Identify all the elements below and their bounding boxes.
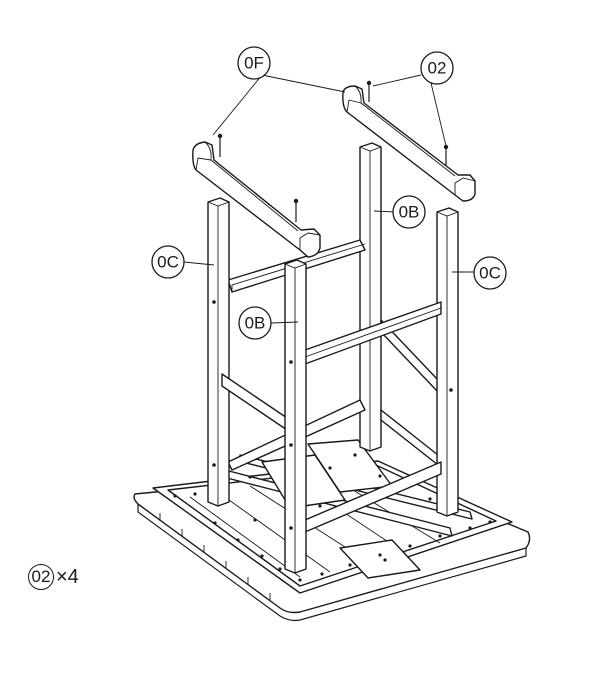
callout-label: 0B [399, 203, 420, 222]
callout-label: 0C [157, 253, 179, 272]
leg-back-right [359, 142, 382, 452]
callout-center: 0B [238, 306, 272, 340]
callout-label: 0F [244, 54, 264, 73]
screw-icon [217, 133, 223, 157]
callout-label: 0B [245, 314, 266, 333]
leg-back-left [207, 197, 230, 507]
support-arm-left [192, 141, 321, 258]
callout-top-right: 02 [420, 51, 454, 85]
leader-lines [183, 74, 475, 324]
leg-front-center [284, 259, 307, 574]
screw-icon [443, 144, 449, 166]
quantity-multiplier: ×4 [56, 565, 79, 588]
callout-right: 0C [473, 256, 507, 290]
callout-label: 0C [479, 264, 501, 283]
callout-left: 0C [151, 245, 185, 279]
support-arm-right [342, 85, 476, 202]
rail-right-lower [380, 319, 439, 466]
screws [217, 80, 449, 222]
callout-top-left: 0F [237, 46, 271, 80]
table-top [133, 439, 531, 622]
screw-quantity-note: 02 ×4 [28, 564, 79, 590]
screw-icon [366, 80, 372, 102]
leg-front-right [436, 207, 459, 517]
screw-icon [293, 198, 299, 222]
part-number-badge: 02 [28, 564, 54, 590]
callout-mid-right: 0B [392, 195, 426, 229]
callout-label: 02 [428, 59, 447, 78]
rail-left-mid [221, 373, 291, 433]
